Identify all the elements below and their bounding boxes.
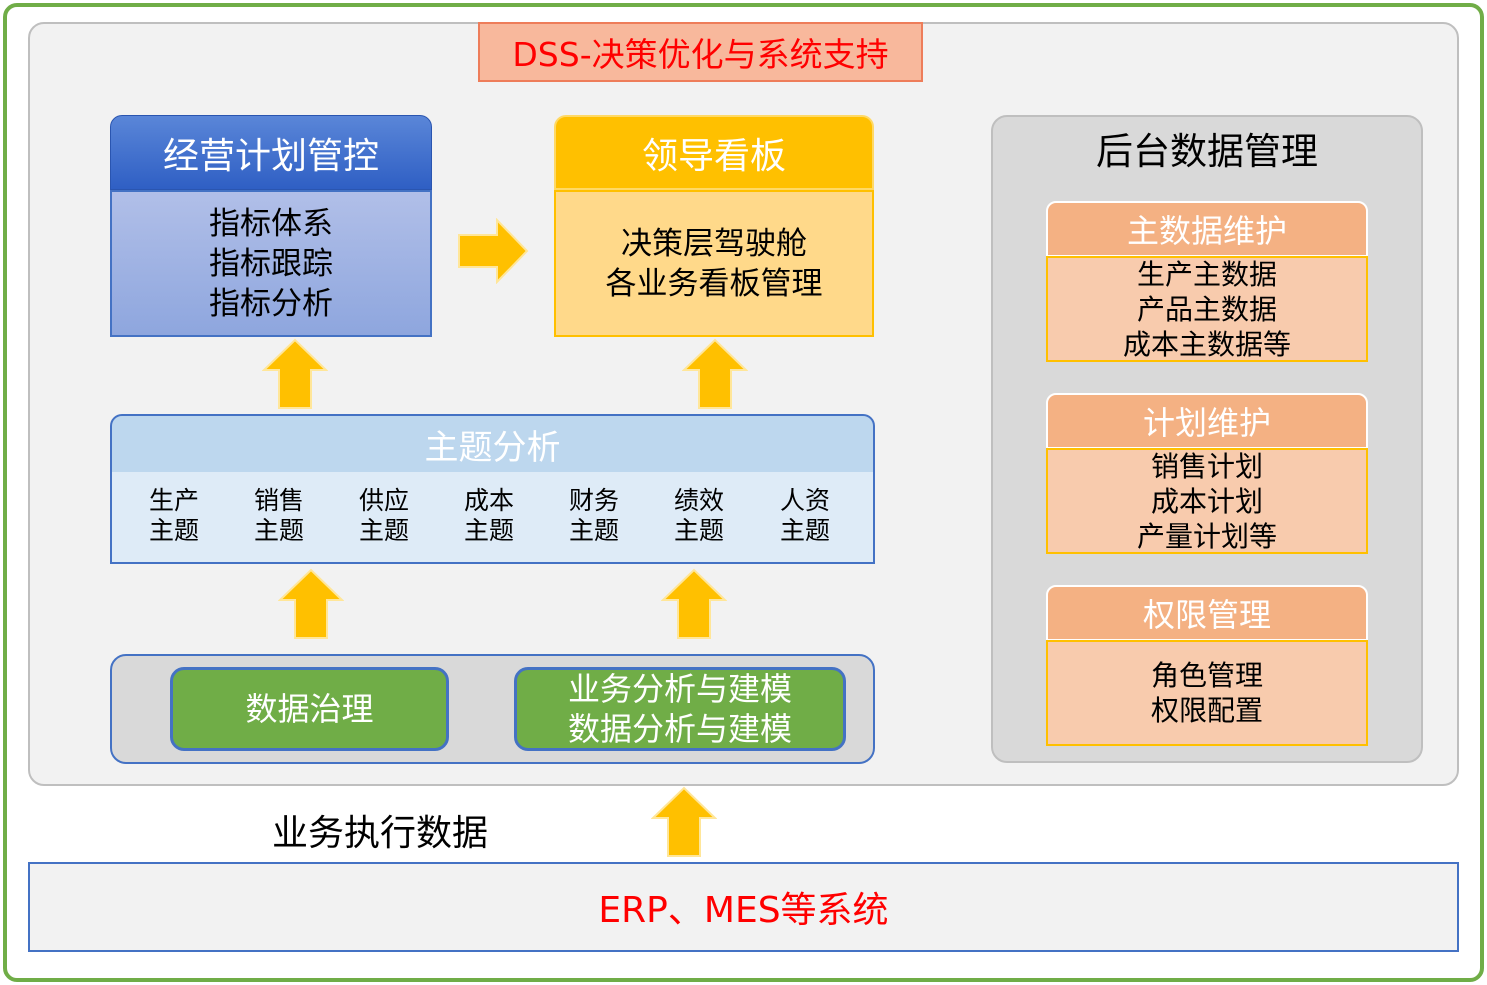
theme-item: 生产 主题	[129, 486, 219, 546]
plan-maintenance-header: 计划维护	[1046, 393, 1368, 449]
outer-frame	[3, 3, 1484, 982]
theme-item: 人资 主题	[760, 486, 850, 546]
data-governance-label: 数据治理	[245, 690, 374, 728]
theme-item: 成本 主题	[444, 486, 534, 546]
modeling-line: 数据分析与建模	[567, 710, 792, 748]
theme-item-line: 供应	[358, 486, 409, 515]
exec-data-text: 业务执行数据	[271, 813, 488, 854]
leader-board-item: 各业务看板管理	[605, 265, 823, 302]
theme-item-line: 主题	[673, 516, 724, 545]
source-systems-box: ERP、MES等系统	[28, 862, 1459, 952]
up-arrow-icon	[661, 568, 727, 639]
up-arrow-icon	[682, 338, 748, 409]
plan-control-item: 指标体系	[209, 205, 333, 242]
theme-item-line: 销售	[253, 486, 304, 515]
modeling-box: 业务分析与建模 数据分析与建模	[514, 667, 846, 751]
up-arrow-icon	[262, 338, 328, 409]
modeling-line: 业务分析与建模	[567, 670, 792, 708]
theme-item-line: 绩效	[673, 486, 724, 515]
backend-title: 后台数据管理	[991, 120, 1423, 176]
theme-analysis-title: 主题分析	[424, 427, 561, 468]
leader-board-item: 决策层驾驶舱	[621, 225, 807, 262]
backend-title-text: 后台数据管理	[1096, 130, 1318, 173]
plan-control-header: 经营计划管控	[110, 115, 432, 190]
theme-item: 供应 主题	[339, 486, 429, 546]
diagram-title-text: DSS-决策优化与系统支持	[512, 35, 889, 74]
theme-item-line: 主题	[358, 516, 409, 545]
permission-header: 权限管理	[1046, 585, 1368, 641]
theme-item-line: 人资	[779, 486, 830, 515]
theme-item-line: 主题	[568, 516, 619, 545]
theme-item-line: 财务	[568, 486, 619, 515]
leader-board-title: 领导看板	[641, 135, 786, 177]
plan-control-body: 指标体系 指标跟踪 指标分析	[110, 190, 432, 337]
data-governance-box: 数据治理	[170, 667, 449, 751]
theme-analysis-body: 生产 主题 销售 主题 供应 主题 成本 主题 财务 主题 绩效 主题 人资 主…	[110, 472, 875, 564]
theme-item-line: 主题	[463, 516, 514, 545]
master-data-body: 生产主数据 产品主数据 成本主数据等	[1046, 256, 1368, 362]
plan-maintenance-item: 成本计划	[1150, 484, 1263, 518]
leader-board-body: 决策层驾驶舱 各业务看板管理	[554, 190, 874, 337]
permission-item: 权限配置	[1150, 694, 1263, 727]
right-arrow-icon	[458, 218, 529, 284]
plan-maintenance-title: 计划维护	[1142, 404, 1271, 442]
master-data-title: 主数据维护	[1126, 212, 1287, 250]
theme-item: 绩效 主题	[654, 486, 744, 546]
source-systems-text: ERP、MES等系统	[598, 890, 889, 931]
theme-item-line: 生产	[148, 486, 199, 515]
master-data-item: 成本主数据等	[1122, 327, 1291, 361]
up-arrow-icon	[278, 568, 344, 639]
permission-body: 角色管理 权限配置	[1046, 640, 1368, 746]
plan-maintenance-body: 销售计划 成本计划 产量计划等	[1046, 448, 1368, 554]
leader-board-header: 领导看板	[554, 115, 874, 190]
plan-control-item: 指标分析	[209, 285, 333, 322]
master-data-item: 生产主数据	[1136, 257, 1277, 291]
plan-control-title: 经营计划管控	[162, 135, 379, 177]
theme-analysis-header: 主题分析	[110, 414, 875, 474]
exec-data-label: 业务执行数据	[240, 802, 520, 858]
theme-item-line: 主题	[253, 516, 304, 545]
theme-item: 财务 主题	[549, 486, 639, 546]
plan-maintenance-item: 产量计划等	[1136, 519, 1277, 553]
plan-control-item: 指标跟踪	[209, 245, 333, 282]
master-data-item: 产品主数据	[1136, 292, 1277, 326]
theme-item: 销售 主题	[234, 486, 324, 546]
theme-item-line: 主题	[148, 516, 199, 545]
theme-item-line: 主题	[779, 516, 830, 545]
up-arrow-icon	[651, 786, 717, 857]
plan-maintenance-item: 销售计划	[1150, 449, 1263, 483]
theme-item-line: 成本	[463, 486, 514, 515]
permission-title: 权限管理	[1142, 596, 1271, 634]
diagram-title: DSS-决策优化与系统支持	[478, 22, 923, 82]
master-data-header: 主数据维护	[1046, 201, 1368, 257]
permission-item: 角色管理	[1150, 659, 1263, 692]
